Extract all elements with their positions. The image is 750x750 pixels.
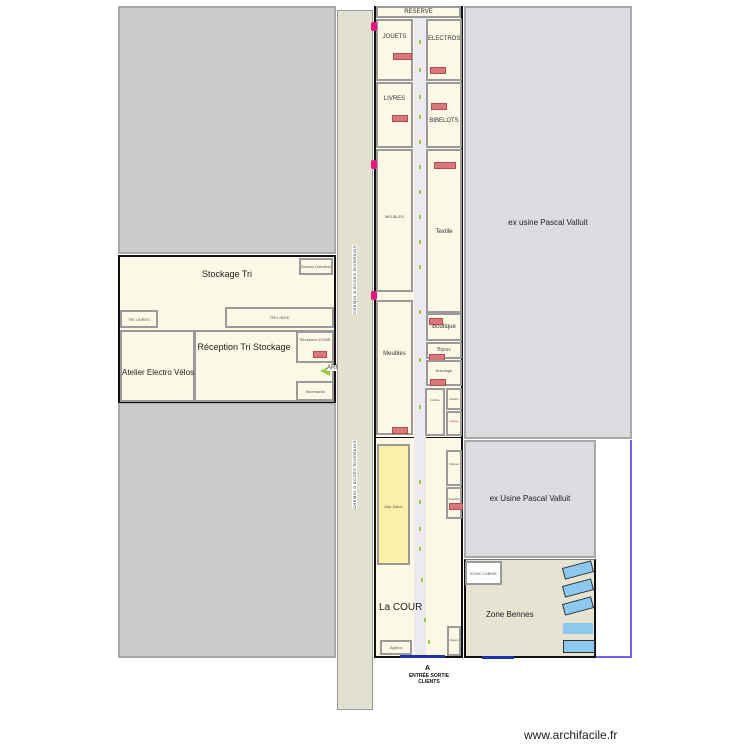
room-textile[interactable]: Textile xyxy=(426,149,462,313)
label-tag xyxy=(392,427,408,434)
label-tag xyxy=(430,67,446,74)
aisle-marker xyxy=(419,500,421,504)
door-icon[interactable] xyxy=(371,291,377,300)
aisle-marker xyxy=(428,640,430,644)
aisle-marker xyxy=(419,358,421,362)
aisle-marker xyxy=(419,68,421,72)
room-algeco-1[interactable]: Algéco xyxy=(380,640,412,655)
room-reception-dons[interactable]: Réception DONS xyxy=(296,331,334,363)
aisle-marker xyxy=(419,40,421,44)
aisle-marker xyxy=(419,215,421,219)
room-cabinet[interactable]: Cabinet xyxy=(446,450,462,486)
entrance-label: ENTRÉE SORTIE CLIENTS xyxy=(408,673,450,685)
room-tri-livres[interactable]: TRI LIVRES xyxy=(120,310,158,328)
room-livres[interactable]: LIVRES xyxy=(376,82,413,148)
aisle-marker xyxy=(419,240,421,244)
room-algeco-2[interactable]: Algéco xyxy=(447,626,461,656)
bin-icon[interactable] xyxy=(563,623,593,634)
aisle-marker xyxy=(421,578,423,582)
aisle-marker xyxy=(419,405,421,409)
door-icon[interactable] xyxy=(371,22,377,31)
aisle-marker xyxy=(419,190,421,194)
access-road[interactable] xyxy=(337,10,373,710)
aisle-marker xyxy=(424,618,426,622)
aisle-marker xyxy=(419,115,421,119)
aisle-marker xyxy=(419,310,421,314)
label-tag xyxy=(393,53,412,60)
entrance-line-right xyxy=(482,656,514,659)
room-reserve[interactable]: RESERVE xyxy=(376,6,461,18)
label-tag xyxy=(434,162,456,169)
room-vestiaire[interactable]: Vestiaire xyxy=(446,487,463,519)
aisle-marker xyxy=(419,165,421,169)
room-bureau-direction[interactable]: Bureau Direction xyxy=(299,258,333,275)
room-jouets[interactable]: JOUETS xyxy=(376,19,413,81)
label-tag xyxy=(430,379,446,386)
room-meubles-lower[interactable]: Meubles xyxy=(376,300,413,435)
zone-cabine[interactable]: ZONE CABINE xyxy=(465,561,502,585)
aisle-marker xyxy=(419,527,421,531)
road-label-upper: CHEMIN D'ACCES RIVERAINS xyxy=(352,245,357,314)
room-atelier-electro-velos[interactable]: Atelier Electro Vélos xyxy=(120,330,195,402)
label-tag xyxy=(431,103,447,110)
room-bijoux[interactable]: Bijoux xyxy=(426,342,462,361)
aisle-marker xyxy=(419,265,421,269)
door-icon[interactable] xyxy=(371,160,377,169)
arrival-arrow-icon xyxy=(320,366,330,376)
label-tag xyxy=(313,351,327,358)
label-la-cour: La COUR xyxy=(379,602,423,613)
room-cabine-1[interactable]: Cabine xyxy=(425,388,445,436)
aisle-marker xyxy=(419,140,421,144)
road-label-lower: CHEMIN D'ACCES RIVERAINS xyxy=(352,440,357,509)
watermark[interactable]: www.archifacile.fr xyxy=(524,728,618,742)
room-bricolage[interactable]: Bricolage xyxy=(426,360,462,386)
aisle-marker xyxy=(419,480,421,484)
room-caisse[interactable]: Caisse xyxy=(446,411,462,436)
central-aisle[interactable] xyxy=(414,18,426,438)
room-boutique[interactable]: Boutique xyxy=(426,313,462,341)
building-ex-usine-bottom: ex Usine Pascal Valluit xyxy=(464,440,596,558)
bin-icon[interactable] xyxy=(563,640,595,653)
room-bibelots[interactable]: BIBELOTS xyxy=(426,82,462,148)
room-secretariat[interactable]: Secrétariat xyxy=(296,381,334,401)
entrance-line xyxy=(400,655,445,658)
neighbor-building-bottom-left xyxy=(118,402,336,658)
building-ex-usine-top: ex usine Pascal Valluit xyxy=(464,6,632,439)
label-tag xyxy=(449,503,463,510)
boundary-zone xyxy=(596,440,632,658)
entrance-marker: A xyxy=(425,665,431,672)
aisle-marker xyxy=(419,95,421,99)
room-tri-linge[interactable]: TRI LINGE xyxy=(225,307,334,328)
room-cabine-2[interactable]: Cabine xyxy=(446,388,462,410)
label-tag xyxy=(392,115,408,122)
label-tag xyxy=(429,318,443,325)
aisle-marker xyxy=(419,547,421,551)
room-electros[interactable]: ELECTROS xyxy=(426,19,462,81)
neighbor-building-top-left xyxy=(118,6,336,254)
room-aire-salon[interactable]: Aire Salon xyxy=(377,444,410,565)
room-meubles-upper[interactable]: MEUBLES xyxy=(376,149,413,292)
